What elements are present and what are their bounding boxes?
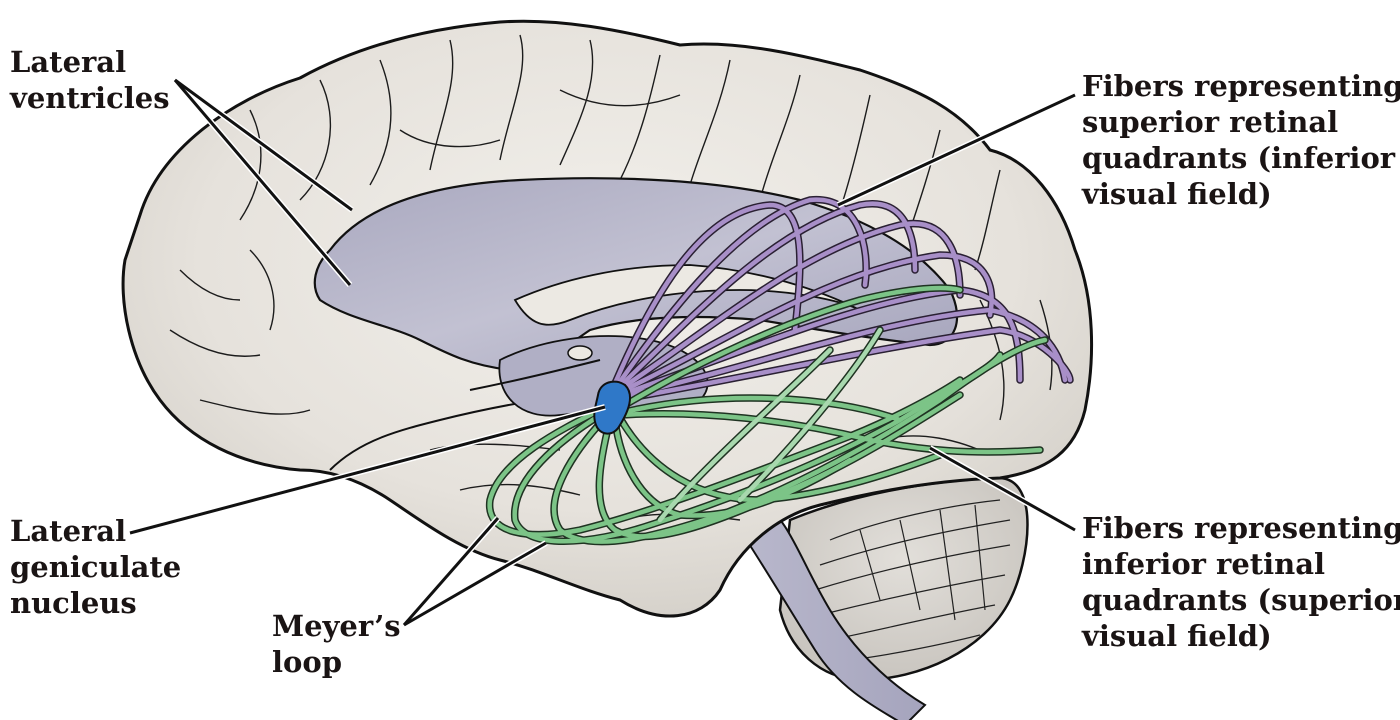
leader-meyers-loop-1 xyxy=(402,517,500,626)
label-meyers-loop: Meyer’s loop xyxy=(272,608,401,680)
inferior-fiber xyxy=(737,327,883,503)
superior-fiber xyxy=(613,221,963,395)
inferior-fiber xyxy=(617,415,943,503)
leader-lgn xyxy=(129,405,606,535)
superior-fiber xyxy=(617,307,1068,400)
leader-superior-fibers xyxy=(837,93,1076,207)
label-line: Fibers representing xyxy=(1082,511,1400,545)
label-line: inferior retinal xyxy=(1082,547,1326,581)
label-line: nucleus xyxy=(10,586,137,620)
lateral-geniculate-nucleus xyxy=(593,380,631,435)
label-line: quadrants (inferior xyxy=(1082,141,1396,175)
label-line: Fibers representing xyxy=(1082,69,1400,103)
leader-lateral-ventricles-1 xyxy=(174,78,353,212)
inferior-fiber xyxy=(512,352,1003,544)
superior-fiber xyxy=(611,201,918,395)
label-line: visual field) xyxy=(1082,177,1272,211)
inferior-fiber xyxy=(487,377,963,537)
label-line: Lateral xyxy=(10,514,127,548)
leader-meyers-loop-2 xyxy=(403,541,547,627)
label-line: geniculate xyxy=(10,550,182,584)
label-lateral-ventricles: Lateral ventricles xyxy=(10,44,170,116)
inferior-fiber xyxy=(621,395,903,423)
leader-inferior-fibers xyxy=(929,446,1076,532)
label-line: Lateral xyxy=(10,45,127,79)
label-line: quadrants (superior xyxy=(1082,583,1400,617)
label-line: ventricles xyxy=(10,81,170,115)
superior-fiber xyxy=(607,202,803,398)
label-line: loop xyxy=(272,645,342,679)
inferior-fiber xyxy=(619,411,1043,455)
label-line: superior retinal xyxy=(1082,105,1339,139)
inferior-retinal-fibers xyxy=(486,284,1049,546)
inferior-fiber xyxy=(612,417,853,518)
inferior-fiber xyxy=(597,392,963,539)
label-line: Meyer’s xyxy=(272,609,401,643)
brainstem xyxy=(738,498,927,720)
label-superior-retinal-fibers: Fibers representing superior retinal qua… xyxy=(1082,68,1400,212)
superior-fiber xyxy=(615,252,994,396)
leader-lateral-ventricles-2 xyxy=(173,79,352,286)
inferior-fiber xyxy=(657,347,833,523)
inferior-fiber xyxy=(617,285,963,411)
leader-lines xyxy=(129,77,1077,628)
label-inferior-retinal-fibers: Fibers representing inferior retinal qua… xyxy=(1082,510,1400,654)
superior-fiber xyxy=(609,197,869,396)
label-line: visual field) xyxy=(1082,619,1272,653)
superior-fiber xyxy=(615,327,1073,403)
label-lateral-geniculate-nucleus: Lateral geniculate nucleus xyxy=(10,513,181,621)
